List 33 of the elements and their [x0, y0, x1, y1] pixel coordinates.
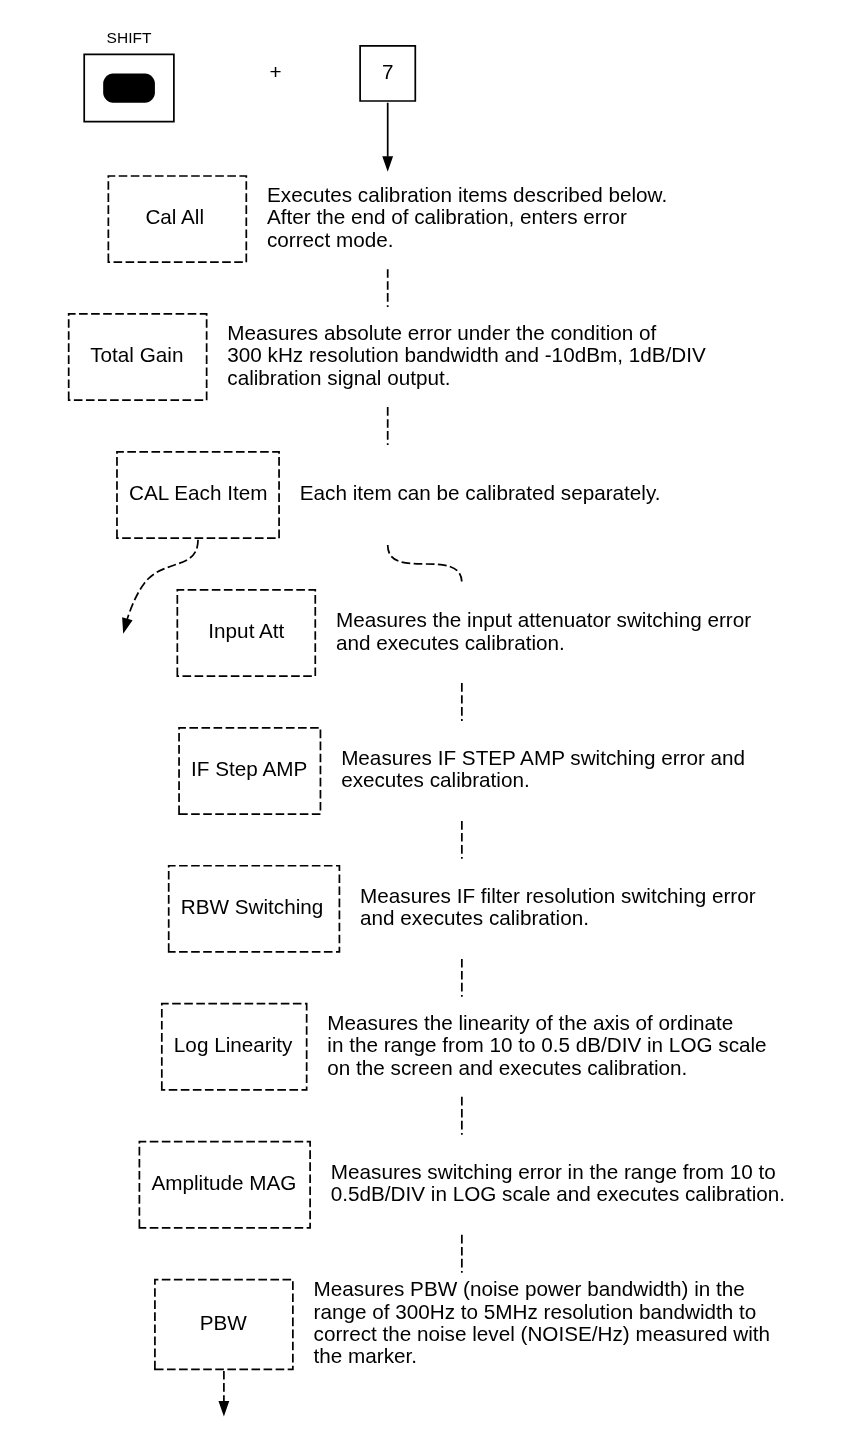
- connector: [386, 406, 389, 446]
- node-label: Measures switching error in the range from 10 to 0.5dB/DIV in LOG scale and executes calibration.: [330, 1159, 786, 1206]
- connector: [461, 682, 463, 722]
- node-box: Cal All: [107, 175, 248, 264]
- node-label: Measures IF STEP AMP switching error and executes calibration.: [341, 746, 746, 792]
- arrow: [122, 539, 199, 634]
- node-box: RBW Switching: [167, 864, 341, 953]
- node-box: CAL Each Item: [116, 451, 280, 539]
- node-box: Amplitude MAG: [138, 1140, 311, 1229]
- node-box: [83, 53, 175, 123]
- node-label: Measures PBW (noise power bandwidth) in the range of 300Hz to 5MHz resolution bandwidth to correct the noise level (NOISE/Hz) measured with the marker.: [313, 1277, 771, 1368]
- arrow: [218, 1370, 230, 1417]
- connector: [386, 544, 463, 584]
- node-box: IF Step AMP: [178, 726, 322, 815]
- node-box: PBW: [154, 1278, 294, 1371]
- node-label: SHIFT: [106, 28, 152, 46]
- label: +: [269, 59, 282, 83]
- connector: [461, 958, 463, 998]
- arrow: [382, 101, 394, 172]
- node-box: Log Linearity: [160, 1002, 308, 1091]
- node-label: Each item can be calibrated separately.: [299, 481, 661, 505]
- node-label: Measures the input attenuator switching error and executes calibration.: [335, 608, 752, 654]
- connector: [461, 820, 463, 860]
- node-box: 7: [359, 44, 417, 102]
- node-label: Measures the linearity of the axis of ordinate in the range from 10 to 0.5 dB/DIV in LOG scale on the screen and executes calibration.: [327, 1010, 767, 1079]
- node-label: Executes calibration items described below. After the end of calibration, enters error correct mode.: [267, 183, 668, 251]
- connector: [386, 268, 389, 308]
- connector: [461, 1095, 463, 1136]
- node-label: Measures IF filter resolution switching error and executes calibration.: [360, 884, 756, 930]
- node-box: Total Gain: [67, 313, 208, 402]
- node-label: Measures absolute error under the condition of 300 kHz resolution bandwidth and -10dBm, 1dB/DIV calibration signal output.: [227, 321, 706, 389]
- node-box: Input Att: [176, 589, 317, 677]
- connector: [461, 1233, 463, 1274]
